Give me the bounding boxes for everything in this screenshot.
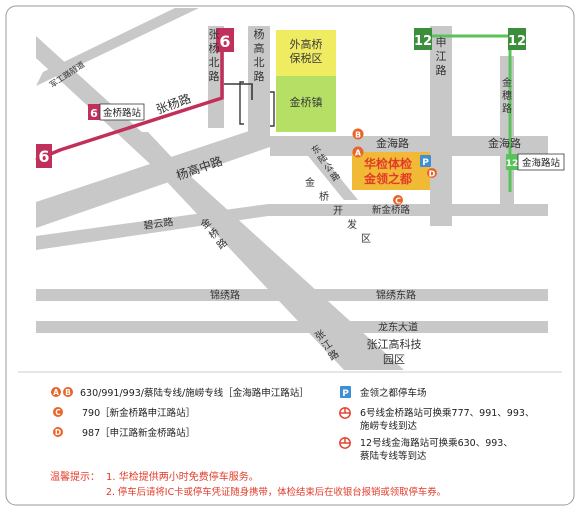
line6-badge-left bbox=[36, 144, 52, 168]
label-destination: 华检体检金领之都 bbox=[363, 156, 412, 186]
legend-marker-a bbox=[51, 387, 61, 397]
metro-icon-12 bbox=[339, 437, 351, 449]
road-label-jinhai-1: 金海路 bbox=[376, 136, 409, 150]
legend-parking-marker-text: P bbox=[342, 389, 349, 399]
bus-marker-b bbox=[352, 128, 364, 140]
legend-marker-a-text: A bbox=[53, 388, 59, 397]
road-yanggao-middle bbox=[36, 124, 270, 228]
legend: A B 630/991/993/蔡陆专线/施崂专线［金海路申江路站］ C 790… bbox=[51, 386, 534, 462]
road-label-zhangyang-north-text: 张杨北路 bbox=[209, 28, 220, 83]
label-waigaoqiao-text: 外高桥保税区 bbox=[290, 37, 323, 65]
zone-destination-bg bbox=[352, 152, 430, 190]
road-jinqiao-diagonal bbox=[120, 132, 372, 370]
label-waigaoqiao: 外高桥保税区 bbox=[290, 37, 323, 65]
road-label-longdong: 龙东大道 bbox=[378, 321, 418, 334]
road-label-jinxiu: 锦绣路 bbox=[210, 289, 240, 302]
road-jinxiu bbox=[36, 289, 548, 301]
label-zhangjiang: 张江高科技园区 bbox=[367, 337, 422, 366]
label-jinqiao-town-text: 金桥镇 bbox=[290, 95, 323, 109]
legend-marker-b-text: B bbox=[65, 388, 71, 397]
jinqiao-station-box bbox=[99, 103, 145, 121]
bus-marker-b-text: B bbox=[355, 131, 361, 140]
label-jinqiao-dev: 金桥开发区 bbox=[305, 176, 371, 245]
bus-marker-d bbox=[427, 168, 437, 178]
label-destination-text: 华检体检金领之都 bbox=[363, 156, 412, 186]
line12-badge-right bbox=[508, 28, 526, 50]
road-longdong bbox=[36, 321, 548, 333]
legend-marker-d bbox=[53, 427, 63, 437]
bus-marker-a-text: A bbox=[355, 149, 362, 158]
tips-item-1: 1. 华检提供两小时免费停车服务。 bbox=[106, 470, 259, 483]
legend-marker-c bbox=[53, 407, 63, 417]
label-jinqiao-dev-text: 金桥开发区 bbox=[305, 176, 371, 245]
road-jinhai bbox=[270, 136, 548, 156]
road-label-xinjinqiao: 新金桥路 bbox=[372, 204, 411, 216]
bus-marker-c bbox=[393, 195, 403, 205]
jinqiao-station-marker bbox=[88, 104, 100, 120]
line12-badge-left bbox=[414, 28, 432, 50]
line12-badge-left-text: 12 bbox=[414, 34, 432, 49]
jinhai-station-box bbox=[517, 153, 565, 171]
legend-bus-c: 790［新金桥路申江路站］ bbox=[82, 407, 195, 419]
road-label-shenjiang-text: 申江路 bbox=[436, 36, 447, 77]
road-label-shenjiang: 申江路 bbox=[436, 36, 447, 77]
bus-marker-a bbox=[352, 146, 364, 158]
road-label-jinhai-2: 金海路 bbox=[488, 136, 521, 150]
road-label-zhangyang-north: 张杨北路 bbox=[209, 28, 220, 83]
road-label-jinsui: 金穗路 bbox=[502, 76, 512, 115]
zone-jinqiao-town-bg bbox=[276, 76, 336, 132]
jinhai-station-marker bbox=[506, 154, 518, 170]
road-yanggao-north bbox=[248, 26, 270, 136]
metro-icon-6 bbox=[339, 407, 351, 419]
road-dongluqian bbox=[300, 146, 358, 200]
parking-marker-text: P bbox=[422, 158, 429, 168]
map-border bbox=[5, 5, 575, 506]
legend-marker-b bbox=[63, 387, 73, 397]
bracket-left bbox=[239, 81, 244, 125]
bus-marker-c-text: C bbox=[395, 197, 401, 206]
legend-metro6-line2: 施崂专线到达 bbox=[360, 420, 418, 432]
tips: 温馨提示： 1. 华检提供两小时免费停车服务。 2. 停车后请将IC卡或停车凭证… bbox=[50, 470, 446, 498]
label-jinqiao-town: 金桥镇 bbox=[290, 95, 323, 109]
legend-marker-c-text: C bbox=[55, 408, 61, 417]
legend-parking: 金领之都停车场 bbox=[360, 387, 427, 399]
jinhai-station-label: 金海路站 bbox=[522, 157, 561, 169]
road-label-jinsui-text: 金穗路 bbox=[502, 76, 512, 115]
road-xinjinqiao bbox=[268, 204, 548, 216]
legend-metro12-line2: 蔡陆专线等到达 bbox=[360, 450, 427, 462]
legend-metro6-line1: 6号线金桥路站可换乘777、991、993、 bbox=[360, 407, 534, 419]
legend-marker-d-text: D bbox=[55, 428, 61, 437]
zone-waigaoqiao-bg bbox=[276, 30, 336, 76]
tips-item-2: 2. 停车后请将IC卡或停车凭证随身携带，体检结束后在收银台报销或领取停车券。 bbox=[106, 486, 446, 498]
line6-badge-top-text: 6 bbox=[219, 32, 230, 51]
line12-badge-right-text: 12 bbox=[508, 34, 526, 49]
road-label-jinxiu-east: 锦绣东路 bbox=[376, 289, 416, 302]
road-label-yanggao-north: 杨高北路 bbox=[254, 27, 265, 83]
jinqiao-station-marker-num: 6 bbox=[90, 107, 98, 120]
parking-marker bbox=[420, 155, 431, 167]
legend-bus-d: 987［申江路新金桥路站］ bbox=[82, 427, 195, 439]
tips-label: 温馨提示： bbox=[50, 470, 100, 483]
road-label-yanggao-north-text: 杨高北路 bbox=[254, 27, 265, 83]
line6-badge-top bbox=[216, 28, 234, 52]
road-label-biyun: 碧云路 bbox=[143, 215, 175, 232]
legend-metro12-line1: 12号线金海路站可换乘630、993、 bbox=[360, 437, 513, 449]
bracket-mid bbox=[270, 91, 275, 127]
jinqiao-station-label: 金桥路站 bbox=[103, 107, 142, 119]
legend-bus-ab: 630/991/993/蔡陆专线/施崂专线［金海路申江路站］ bbox=[80, 387, 309, 399]
road-kongjiang bbox=[36, 8, 199, 86]
legend-parking-marker bbox=[340, 386, 351, 398]
line6-badge-left-text: 6 bbox=[38, 147, 49, 166]
jinhai-station-marker-num: 12 bbox=[506, 159, 519, 169]
connector-line bbox=[224, 83, 253, 100]
bus-marker-d-text: D bbox=[429, 170, 436, 179]
label-zhangjiang-text: 张江高科技园区 bbox=[367, 337, 422, 366]
